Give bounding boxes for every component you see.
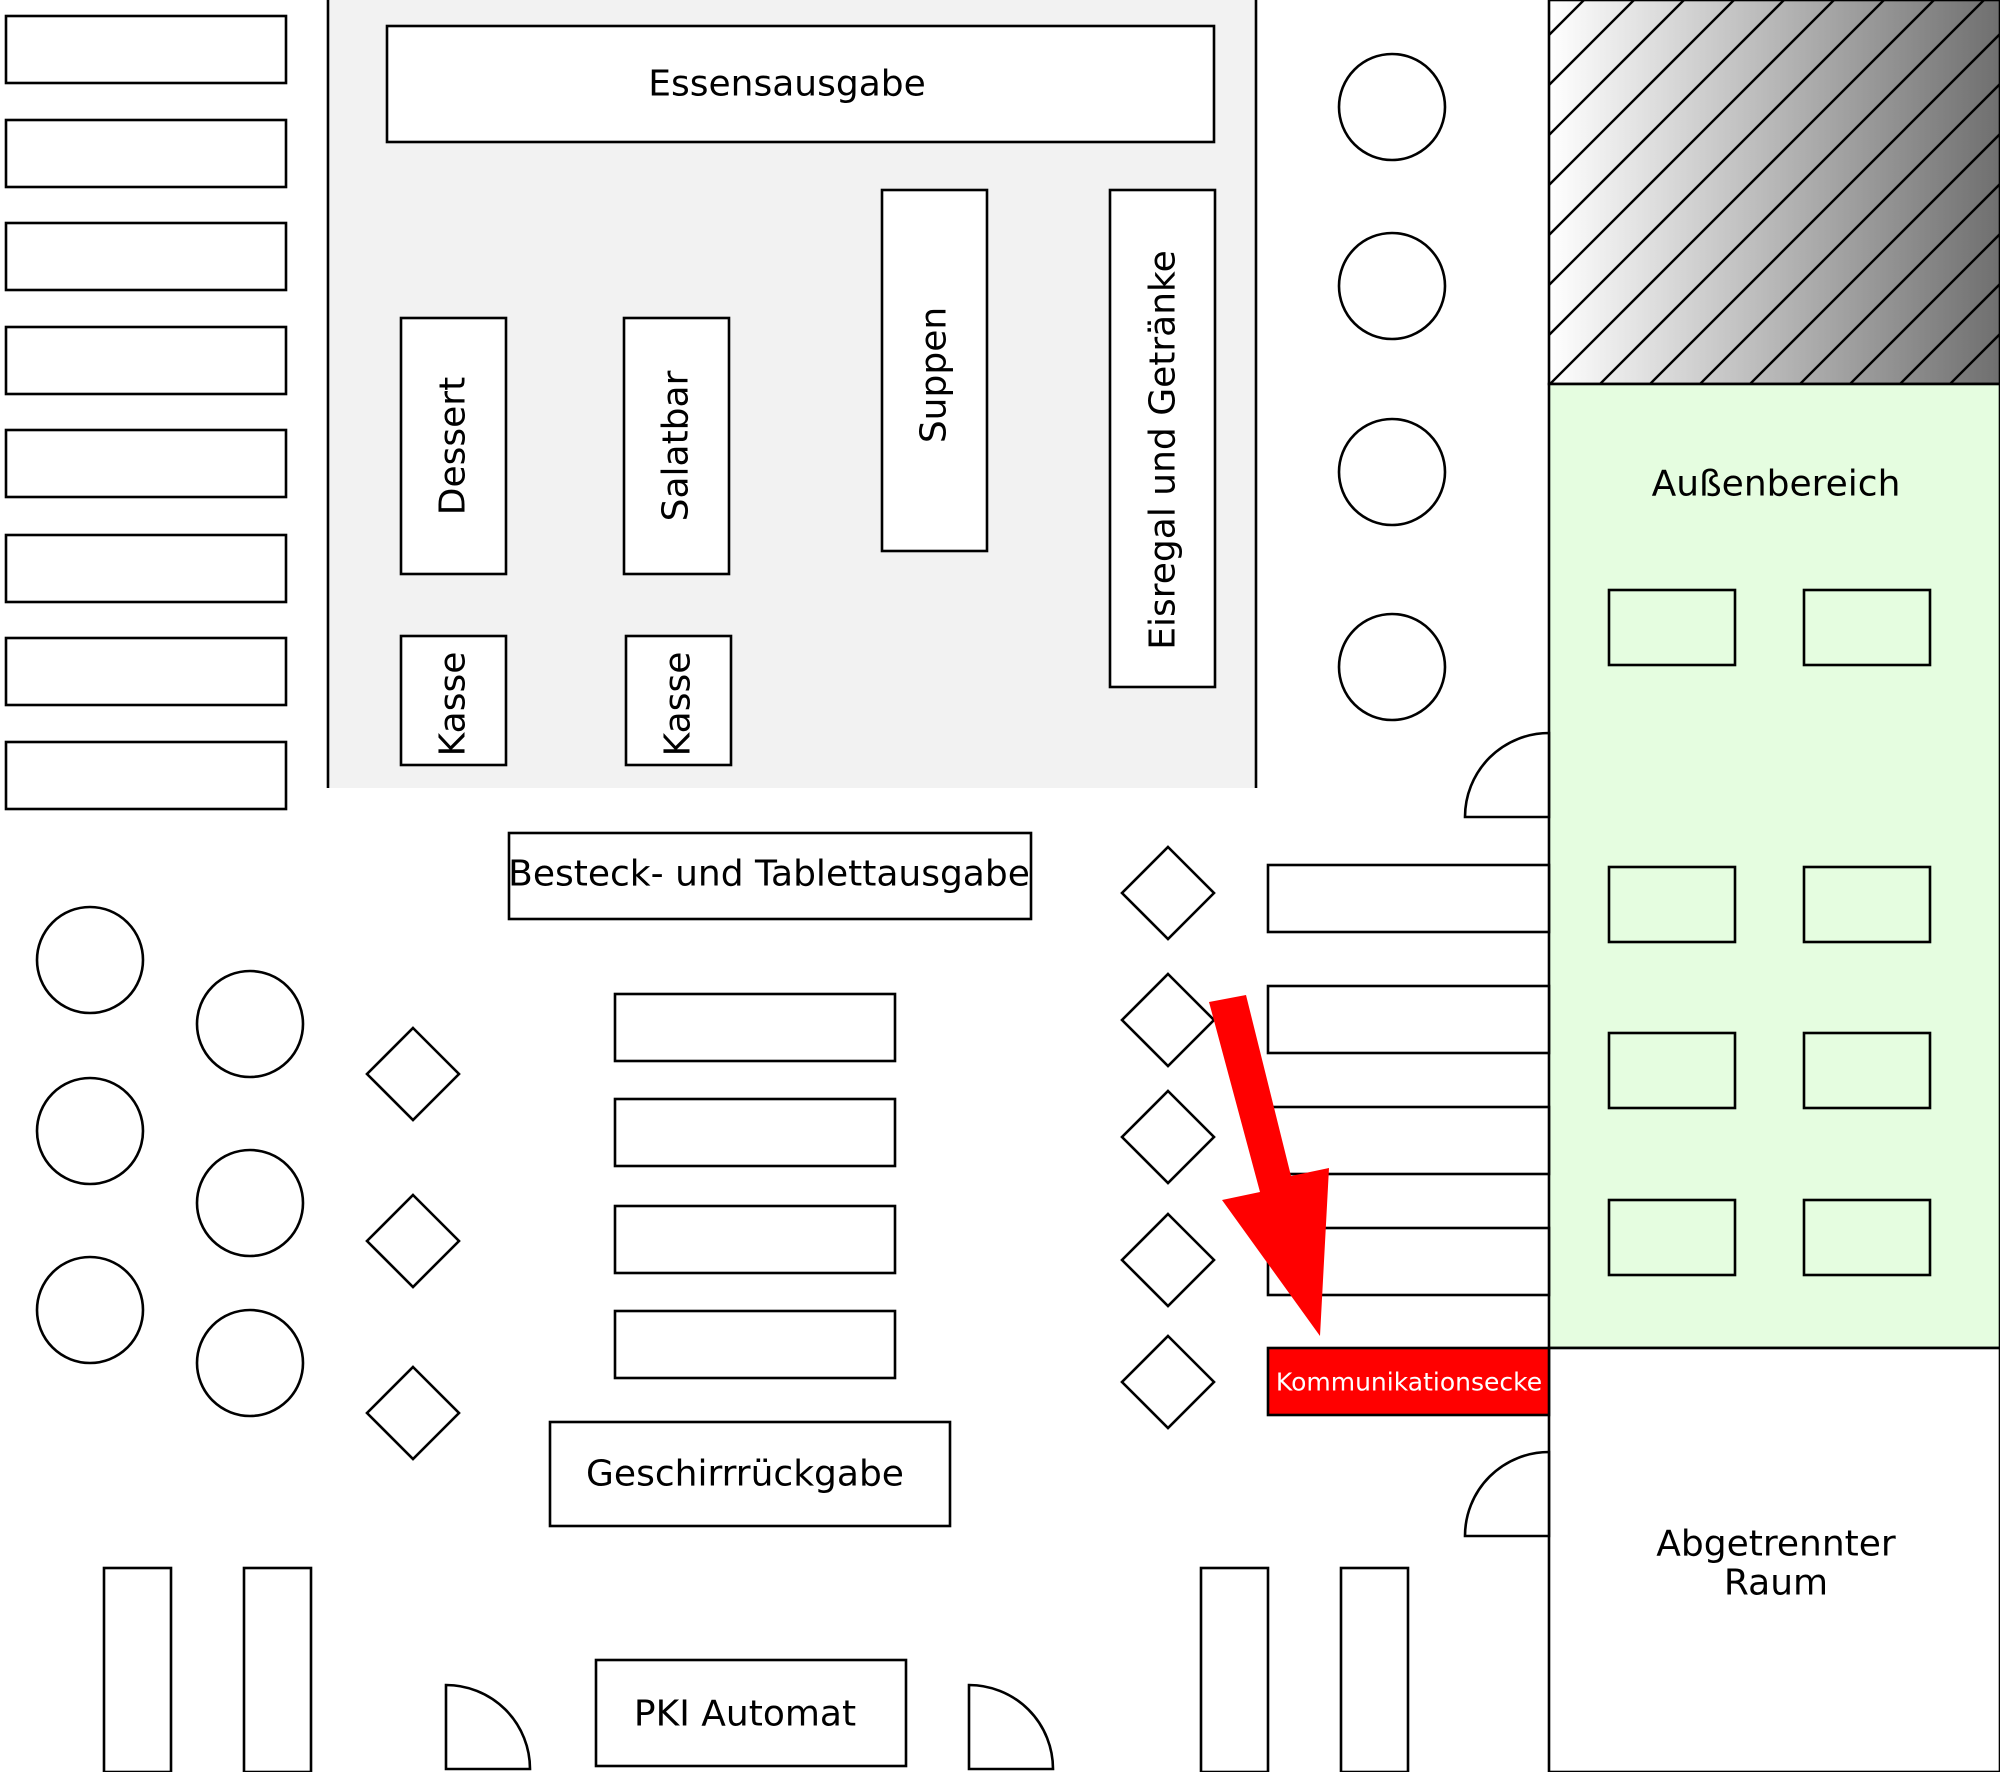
table — [613, 1097, 897, 1168]
essensausgabe-counter: Essensausgabe — [385, 24, 1216, 144]
diamond-table — [1120, 1334, 1216, 1430]
table — [613, 1309, 897, 1380]
round-table — [1337, 231, 1447, 341]
geschirr-label: Geschirrrückgabe — [586, 1454, 904, 1495]
outdoor-table — [1607, 588, 1737, 667]
table — [1266, 863, 1551, 934]
round-table — [1337, 52, 1447, 162]
table — [4, 118, 288, 189]
besteck-tablettausgabe: Besteck- und Tablettausgabe — [507, 831, 1033, 921]
diamond-table — [1120, 1212, 1216, 1308]
dessert-label: Dessert — [433, 377, 474, 515]
outdoor-table — [1607, 865, 1737, 944]
diamond-table — [365, 1365, 461, 1461]
table — [4, 325, 288, 396]
table — [1266, 984, 1551, 1055]
aussenbereich-area: Außenbereich — [1547, 382, 2000, 1350]
outdoor-table — [1802, 1198, 1932, 1277]
serving-area: Essensausgabe Dessert Salatbar Suppen Ei… — [326, 0, 1258, 788]
outdoor-table — [1802, 588, 1932, 667]
table — [613, 992, 897, 1063]
round-table — [35, 905, 145, 1015]
suppen-counter: Suppen — [880, 188, 989, 553]
kasse-2: Kasse — [624, 634, 733, 767]
round-tables-upper — [1337, 52, 1447, 722]
outdoor-table — [1802, 1031, 1932, 1110]
diamond-table — [1120, 1089, 1216, 1185]
abgetrennter-raum-label-line1: Abgetrennter — [1656, 1524, 1896, 1565]
kasse-1-label: Kasse — [433, 652, 474, 757]
left-table-column — [4, 14, 288, 811]
table — [613, 1204, 897, 1275]
bottom-benches — [102, 1566, 1410, 1772]
round-tables-lower — [35, 905, 305, 1418]
round-table — [195, 1308, 305, 1418]
table — [4, 221, 288, 292]
pki-automat: PKI Automat — [594, 1658, 908, 1768]
bench — [102, 1566, 173, 1772]
abgetrennter-raum-label-line2: Raum — [1724, 1563, 1828, 1604]
besteck-label: Besteck- und Tablettausgabe — [508, 854, 1030, 895]
aussenbereich-label: Außenbereich — [1652, 464, 1901, 505]
geschirrrueckgabe: Geschirrrückgabe — [548, 1420, 952, 1528]
salatbar-label: Salatbar — [656, 370, 697, 521]
door-swing-icon — [1463, 731, 1551, 819]
diamond-tables-right — [1120, 845, 1216, 1430]
kasse-2-label: Kasse — [658, 652, 699, 757]
diamond-table — [1120, 972, 1216, 1068]
door-swing-icon — [967, 1683, 1055, 1771]
table — [4, 740, 288, 811]
eisregal-label: Eisregal und Getränke — [1143, 250, 1184, 650]
kommunikationsecke-label: Kommunikationsecke — [1276, 1368, 1542, 1397]
diamond-table — [365, 1193, 461, 1289]
bench — [242, 1566, 313, 1772]
salatbar-counter: Salatbar — [622, 316, 731, 576]
hatched-area-icon — [1547, 0, 2000, 386]
diamond-tables-left — [365, 1026, 461, 1461]
door-swing-icon — [444, 1683, 532, 1771]
round-table — [35, 1076, 145, 1186]
diamond-table — [365, 1026, 461, 1122]
bench — [1199, 1566, 1270, 1772]
door-swing-icon — [1463, 1450, 1551, 1538]
table — [4, 533, 288, 604]
red-arrow-icon — [1209, 995, 1329, 1336]
table — [4, 636, 288, 707]
round-table — [35, 1255, 145, 1365]
round-table — [195, 1148, 305, 1258]
eisregal-counter: Eisregal und Getränke — [1108, 188, 1217, 689]
outdoor-table — [1802, 865, 1932, 944]
dessert-counter: Dessert — [399, 316, 508, 576]
table — [4, 428, 288, 499]
center-table-column — [613, 992, 897, 1380]
kasse-1: Kasse — [399, 634, 508, 767]
table — [1266, 1105, 1551, 1176]
essensausgabe-label: Essensausgabe — [648, 64, 926, 105]
pki-label: PKI Automat — [634, 1694, 856, 1735]
suppen-label: Suppen — [914, 307, 955, 443]
round-table — [195, 969, 305, 1079]
diamond-table — [1120, 845, 1216, 941]
round-table — [1337, 417, 1447, 527]
round-table — [1337, 612, 1447, 722]
kommunikationsecke: Kommunikationsecke — [1266, 1346, 1551, 1417]
abgetrennter-raum: Abgetrennter Raum — [1547, 1346, 2000, 1772]
table — [4, 14, 288, 85]
outdoor-table — [1607, 1031, 1737, 1110]
bench — [1339, 1566, 1410, 1772]
outdoor-table — [1607, 1198, 1737, 1277]
